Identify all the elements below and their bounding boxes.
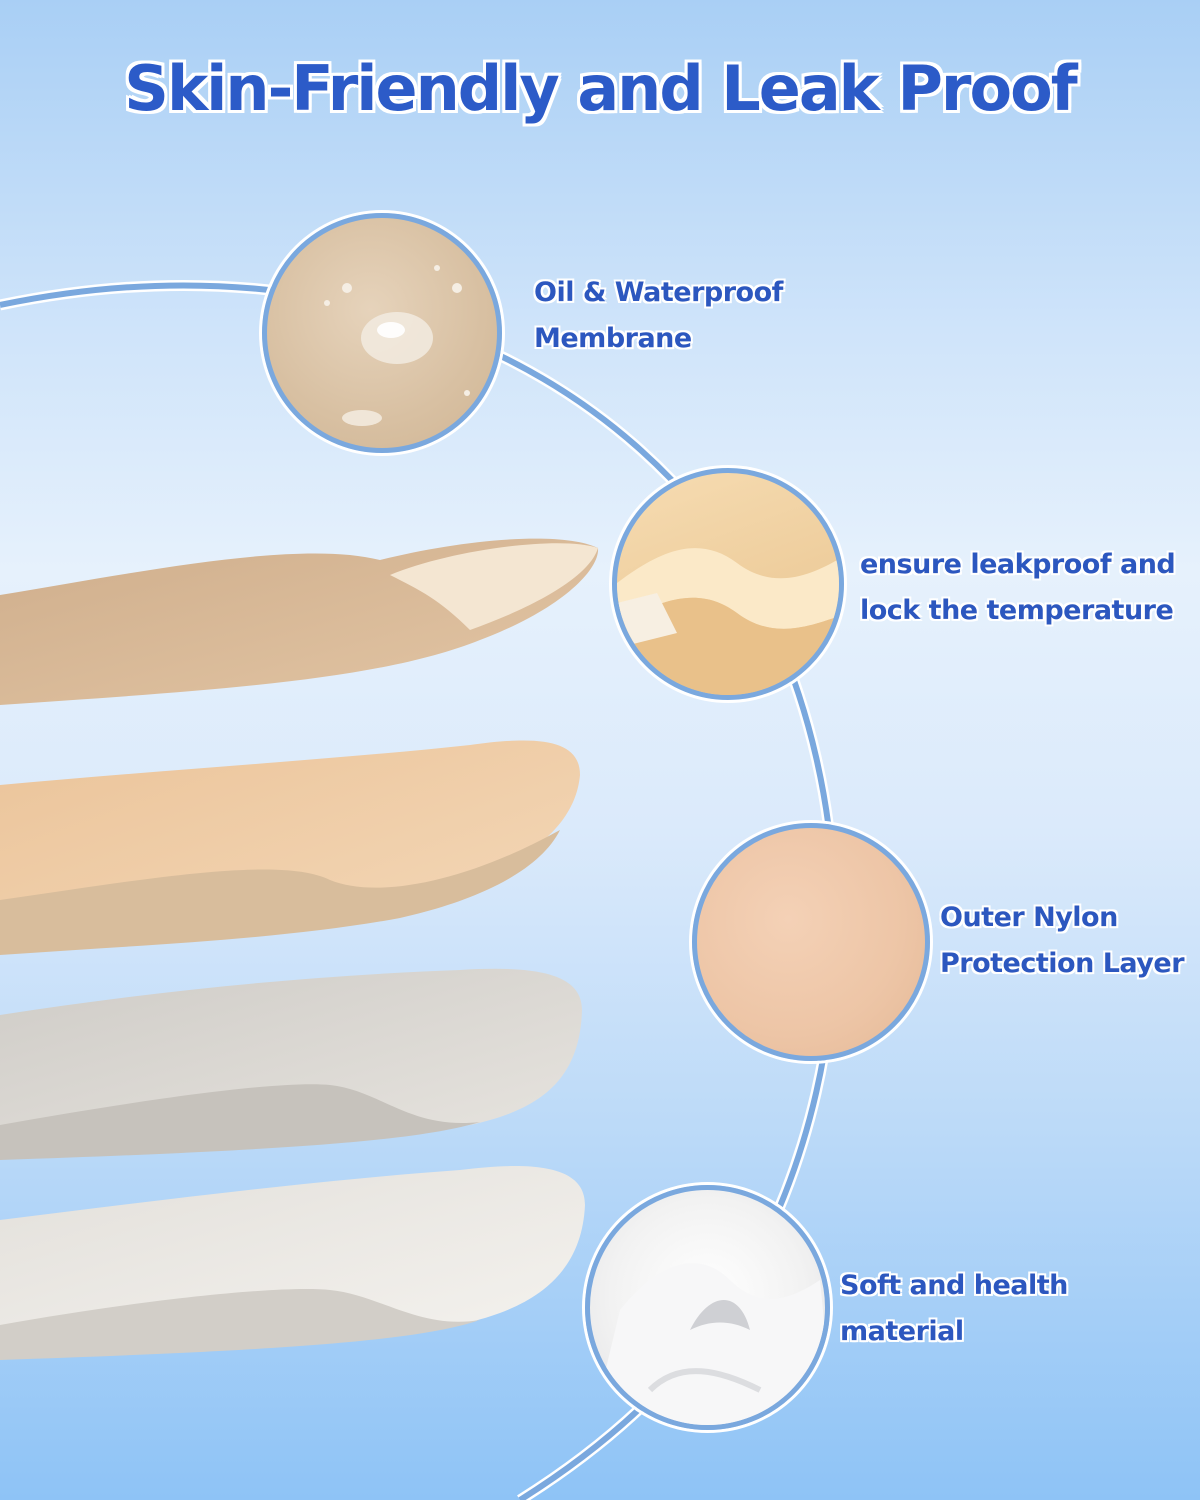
soft-material-swatch <box>585 1185 830 1430</box>
page-title: Skin-Friendly and Leak Proof <box>124 52 1077 125</box>
label-line: lock the temperature <box>860 595 1174 626</box>
label-leakproof: ensure leakproof and lock the temperatur… <box>860 542 1176 634</box>
water-droplet-icon <box>324 265 470 426</box>
label-line: Oil & Waterproof <box>534 277 783 308</box>
nylon-layer-swatch <box>692 823 930 1061</box>
label-line: Outer Nylon <box>940 902 1118 933</box>
label-nylon-layer: Outer Nylon Protection Layer <box>940 895 1185 987</box>
label-waterproof-membrane: Oil & Waterproof Membrane <box>534 270 783 362</box>
layer-white <box>0 1166 585 1340</box>
label-soft-material: Soft and health material <box>840 1263 1068 1355</box>
label-line: Protection Layer <box>940 948 1185 979</box>
label-line: material <box>840 1316 964 1347</box>
label-line: ensure leakproof and <box>860 549 1176 580</box>
soft-cotton-icon <box>592 1263 825 1425</box>
layer-grey <box>0 968 582 1134</box>
label-line: Soft and health <box>840 1270 1068 1301</box>
label-line: Membrane <box>534 323 692 354</box>
leakproof-layer-swatch <box>612 468 844 700</box>
layered-film-icon <box>617 548 839 695</box>
waterproof-membrane-swatch <box>262 213 502 453</box>
